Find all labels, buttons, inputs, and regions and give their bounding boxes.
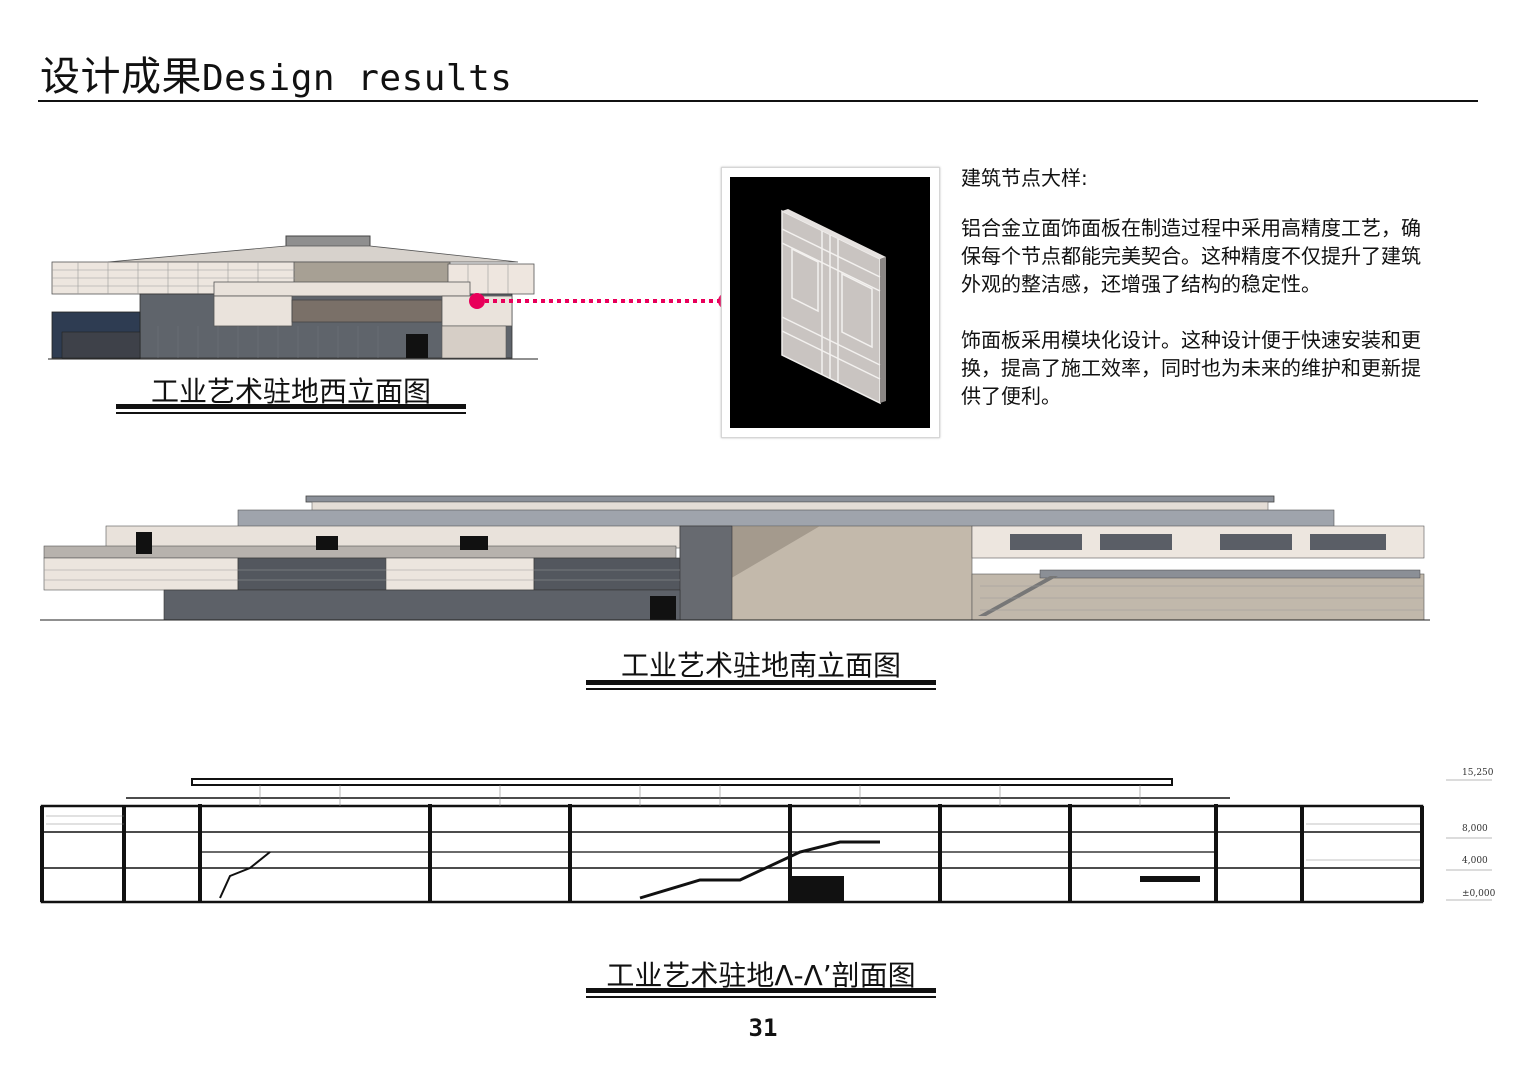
level-marker-top: 15,250 bbox=[1462, 768, 1494, 778]
detail-heading: 建筑节点大样: bbox=[961, 166, 1088, 190]
section-caption-rule-thick bbox=[586, 988, 936, 993]
detail-paragraph-2: 饰面板采用模块化设计。这种设计便于快速安装和更换，提高了施工效率，同时也为未来的… bbox=[961, 328, 1421, 408]
south-caption-rule-thick bbox=[586, 680, 936, 685]
west-caption-rule-thick bbox=[116, 404, 466, 409]
facade-panel-detail-image bbox=[721, 167, 940, 438]
level-marker-lines bbox=[1446, 779, 1492, 901]
south-elevation-drawing bbox=[40, 495, 1430, 621]
page-title-cn: 设计成果 bbox=[40, 54, 202, 100]
section-caption-rule-thin bbox=[586, 996, 936, 998]
west-elevation-caption: 工业艺术驻地西立面图 bbox=[150, 375, 431, 408]
section-caption: 工业艺术驻地Λ-Λ’剖面图 bbox=[606, 959, 916, 992]
south-caption-rule-thin bbox=[586, 688, 936, 690]
west-caption-rule-thin bbox=[116, 412, 466, 414]
detail-connector bbox=[469, 293, 734, 309]
page-number: 31 bbox=[748, 1014, 778, 1042]
level-marker-first: 4,000 bbox=[1462, 856, 1488, 866]
detail-paragraph-1: 铝合金立面饰面板在制造过程中采用高精度工艺，确保每个节点都能完美契合。这种精度不… bbox=[961, 216, 1421, 296]
connector-start-dot bbox=[469, 293, 485, 309]
level-marker-ground: ±0,000 bbox=[1462, 889, 1496, 899]
detail-description: 建筑节点大样: 铝合金立面饰面板在制造过程中采用高精度工艺，确保每个节点都能完美… bbox=[961, 164, 1431, 438]
page-title: 设计成果Design results bbox=[40, 44, 512, 102]
level-marker-second: 8,000 bbox=[1462, 824, 1488, 834]
page-title-en: Design results bbox=[202, 58, 513, 99]
west-elevation-drawing bbox=[48, 235, 538, 360]
title-divider bbox=[38, 100, 1478, 102]
section-drawing bbox=[40, 778, 1424, 904]
south-elevation-caption: 工业艺术驻地南立面图 bbox=[620, 649, 901, 682]
